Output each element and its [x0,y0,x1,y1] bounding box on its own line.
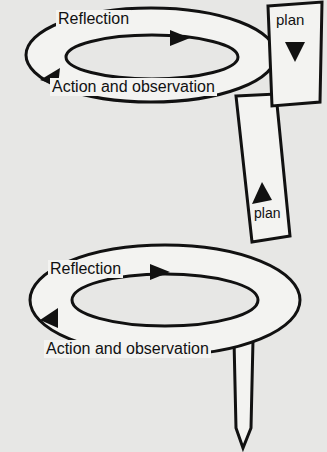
arrowhead [150,264,170,280]
spiral-label: Action and observation [44,340,211,358]
arrowhead [170,30,190,46]
spiral-label: plan [274,12,306,29]
upper-ring [26,8,276,102]
plan-strip [268,2,322,106]
connecting-strip [236,94,290,242]
spiral-label: Action and observation [50,78,217,96]
spiral-label: plan [252,206,282,221]
spiral-tail [234,340,253,448]
lower-ring [30,245,300,355]
arrowhead [40,308,58,328]
spiral-label: Reflection [48,260,123,278]
spiral-label: Reflection [56,10,131,28]
arrowhead [285,42,305,62]
arrowhead [252,182,272,204]
